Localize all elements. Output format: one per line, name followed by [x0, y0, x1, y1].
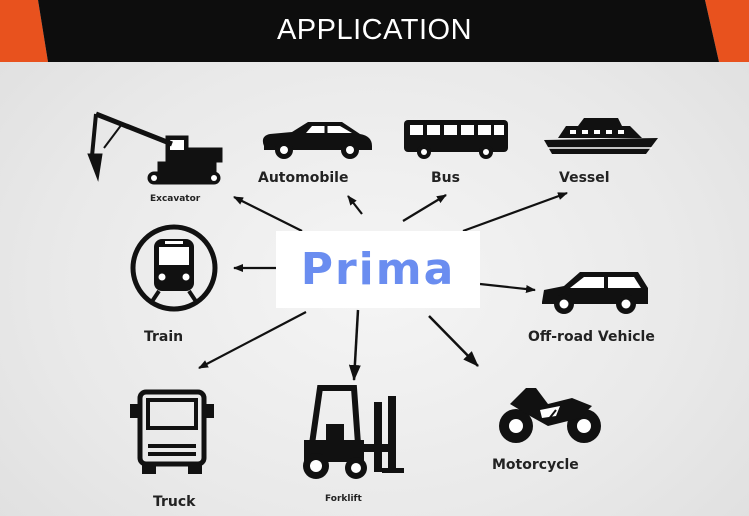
label-excavator: Excavator	[150, 194, 201, 204]
arrow-to-bus	[402, 194, 447, 222]
suv-icon	[542, 272, 648, 314]
ship-icon	[544, 118, 658, 154]
car-icon	[262, 122, 372, 159]
arrow-to-motorcycle	[428, 315, 479, 367]
excavator-icon	[87, 111, 223, 185]
bus-icon	[404, 120, 508, 159]
label-automobile: Automobile	[258, 170, 349, 186]
arrow-to-offroad	[479, 282, 536, 294]
brand-logo: Prima	[276, 231, 480, 308]
arrow-to-automobile	[347, 195, 363, 215]
arrow-to-forklift	[348, 309, 361, 381]
arrow-to-excavator	[233, 196, 303, 232]
label-truck: Truck	[153, 494, 196, 510]
label-forklift: Forklift	[325, 494, 362, 504]
motorcycle-icon	[499, 388, 601, 443]
train-icon	[130, 224, 218, 312]
arrow-to-vessel	[462, 191, 568, 233]
truck-icon	[130, 389, 214, 474]
page-title: APPLICATION	[276, 14, 473, 46]
label-offroad-vehicle: Off-road Vehicle	[528, 329, 655, 345]
label-motorcycle: Motorcycle	[492, 457, 579, 473]
label-vessel: Vessel	[559, 170, 610, 186]
forklift-icon	[303, 385, 404, 479]
label-train: Train	[144, 329, 184, 345]
label-bus: Bus	[431, 170, 460, 186]
brand-logo-text: Prima	[300, 244, 456, 295]
header-banner	[0, 0, 749, 62]
arrow-to-truck	[198, 311, 307, 369]
